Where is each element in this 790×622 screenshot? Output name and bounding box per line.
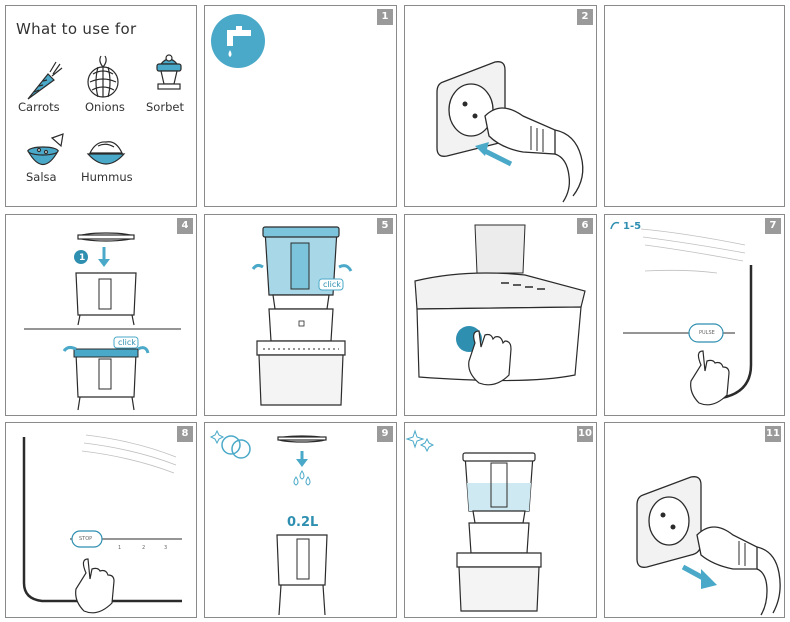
- panel-step-11: 11: [604, 422, 785, 618]
- click-label: click: [323, 280, 341, 289]
- food-label-sorbet: Sorbet: [146, 100, 184, 114]
- unplug-illustration: [605, 423, 785, 618]
- hummus-icon: [88, 142, 124, 164]
- panel-step-4: 4 1 click: [5, 214, 197, 416]
- food-label-hummus: Hummus: [81, 170, 133, 184]
- stop-button-label: STOP: [79, 536, 92, 542]
- salsa-icon: [28, 134, 63, 165]
- press-button-illustration: [405, 215, 597, 416]
- jug-twist-illustration: [205, 215, 397, 416]
- water-tap-icon: [205, 6, 397, 207]
- panel-step-6: 6: [404, 214, 597, 416]
- clean-jug-illustration: [405, 423, 597, 618]
- speed-label-1: 1: [118, 545, 121, 551]
- panel-step-8: 8 STOP 1 2 3: [5, 422, 197, 618]
- food-label-onions: Onions: [85, 100, 125, 114]
- sorbet-icon: [157, 55, 181, 89]
- stop-button-illustration: [6, 423, 197, 618]
- speed-label-2: 2: [142, 545, 145, 551]
- carrot-icon: [28, 62, 62, 99]
- pulse-button-label: PULSE: [699, 330, 715, 336]
- panel-step-5: 5 click: [204, 214, 397, 416]
- panel-step-2: 2: [404, 5, 597, 207]
- panel-step-1: 1: [204, 5, 397, 207]
- step-marker: 1: [79, 253, 85, 263]
- plug-in-illustration: [405, 6, 597, 207]
- lid-attach-illustration: [6, 215, 197, 416]
- speed-range-label: 1-5: [623, 221, 641, 232]
- panel-step-10: 10: [404, 422, 597, 618]
- water-amount-label: 0.2L: [287, 515, 318, 530]
- food-label-salsa: Salsa: [26, 170, 57, 184]
- panel-step-9: 9 0.2L: [204, 422, 397, 618]
- food-label-carrots: Carrots: [18, 100, 60, 114]
- onion-icon: [88, 56, 118, 97]
- click-label: click: [118, 338, 136, 347]
- panel-what-to-use-for: What to use for: [5, 5, 197, 207]
- speed-dial-illustration: [605, 215, 785, 416]
- panel-step-3: [604, 5, 785, 207]
- panel-step-7: 7 1-5 PULSE: [604, 214, 785, 416]
- speed-label-3: 3: [164, 545, 167, 551]
